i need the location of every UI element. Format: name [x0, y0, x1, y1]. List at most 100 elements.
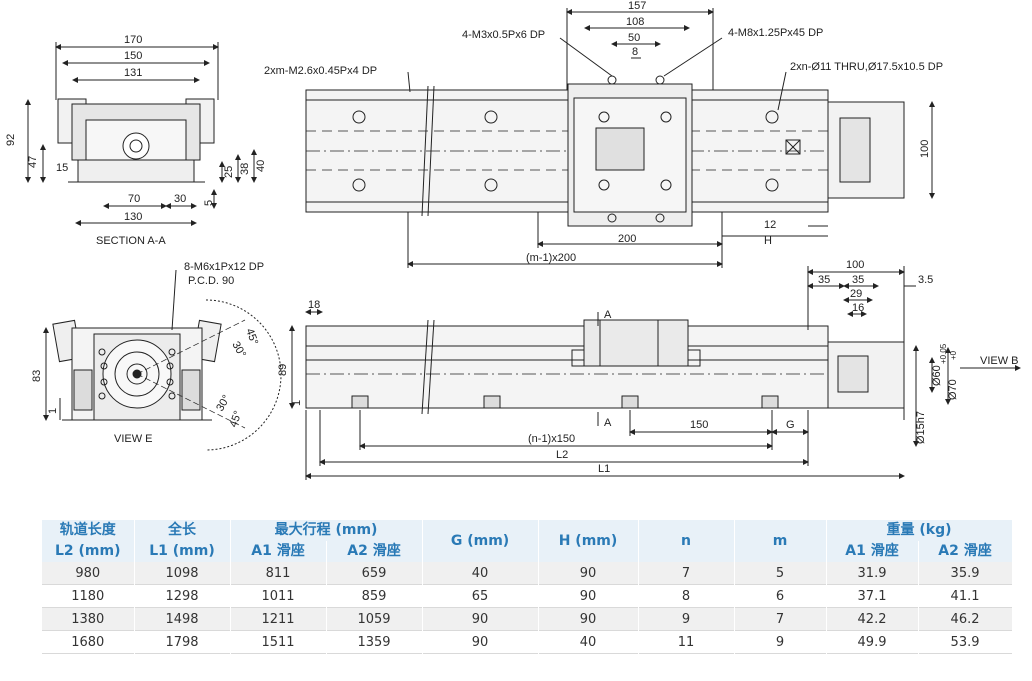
section-aa-dim-15: 15 [56, 162, 68, 174]
header-h: H (mm) [538, 520, 639, 562]
side-dim-phi60: Ø60 [931, 365, 943, 386]
table-cell: 1498 [134, 607, 231, 631]
header-stroke: 最大行程 (mm) [230, 520, 423, 541]
table-cell: 40 [538, 630, 639, 654]
header-m: m [734, 520, 827, 562]
top-dim-100: 100 [919, 140, 931, 158]
top-dim-h: H [764, 235, 772, 247]
table-cell: 9 [638, 607, 735, 631]
side-dim-phi70: Ø70 [947, 379, 959, 400]
table-cell: 1098 [134, 562, 231, 585]
table-cell: 46.2 [918, 607, 1013, 631]
table-cell: 40 [422, 562, 539, 585]
section-aa-dim-70: 70 [128, 193, 140, 205]
table-cell: 859 [326, 584, 423, 608]
table-cell: 1011 [230, 584, 327, 608]
section-aa-dim-25: 25 [223, 166, 235, 178]
view-e-dim-83: 83 [31, 370, 43, 382]
side-dim-100: 100 [846, 259, 864, 271]
top-dim-200: 200 [618, 233, 636, 245]
technical-drawing: 170 150 131 92 47 15 25 38 40 70 30 130 … [5, 0, 1021, 480]
table-row: 980 1098 811 659 40 90 7 5 31.9 35.9 [42, 562, 1013, 585]
table-cell: 659 [326, 562, 423, 585]
table-cell: 1359 [326, 630, 423, 654]
table-cell: 7 [734, 607, 827, 631]
side-dim-l1: L1 [598, 463, 610, 475]
table-cell: 42.2 [826, 607, 919, 631]
table-cell: 65 [422, 584, 539, 608]
section-aa-dim-47: 47 [27, 156, 39, 168]
header-l2-zh: 轨道长度 [59, 522, 116, 538]
table-cell: 6 [734, 584, 827, 608]
side-callout-a-bottom: A [604, 417, 612, 429]
top-dim-12: 12 [764, 219, 776, 231]
table-cell: 41.1 [918, 584, 1013, 608]
side-dim-g: G [786, 419, 795, 431]
section-aa-title: SECTION A-A [96, 235, 166, 247]
table-cell: 8 [638, 584, 735, 608]
table-cell: 90 [538, 562, 639, 585]
table-cell: 53.9 [918, 630, 1013, 654]
table-cell: 1059 [326, 607, 423, 631]
view-e-angle-3: 30° [214, 393, 233, 413]
header-g: G (mm) [422, 520, 539, 562]
table-cell: 1680 [42, 630, 135, 654]
side-callout-view-b: VIEW B [980, 355, 1019, 367]
top-callout-thru: 2xn-Ø11 THRU,Ø17.5x10.5 DP [790, 61, 943, 73]
table-cell: 980 [42, 562, 135, 585]
side-dim-tol-lower: +0 [949, 350, 958, 360]
table-cell: 31.9 [826, 562, 919, 585]
table-row: 1180 1298 1011 859 65 90 8 6 37.1 41.1 [42, 584, 1013, 608]
header-stroke-a1: A1 滑座 [230, 541, 327, 562]
side-dim-phi15h7: Ø15h7 [915, 411, 927, 444]
top-dim-50: 50 [628, 32, 640, 44]
side-callout-a-top: A [604, 309, 612, 321]
table-cell: 5 [734, 562, 827, 585]
top-view-drawing [305, 8, 935, 268]
section-aa-dim-38: 38 [239, 163, 251, 175]
side-dim-1: 1 [291, 400, 303, 406]
table-cell: 1798 [134, 630, 231, 654]
table-cell: 35.9 [918, 562, 1013, 585]
header-n: n [638, 520, 735, 562]
header-l1-en: L1 (mm) [149, 543, 215, 559]
header-weight: 重量 (kg) [826, 520, 1013, 541]
view-e-dim-1: 1 [47, 408, 59, 414]
table-cell: 1298 [134, 584, 231, 608]
view-e-callout-tap: 8-M6x1Px12 DP [184, 261, 264, 273]
top-callout-m3: 4-M3x0.5Px6 DP [462, 29, 545, 41]
top-dim-108: 108 [626, 16, 644, 28]
section-aa-dim-130: 130 [124, 211, 142, 223]
table-cell: 811 [230, 562, 327, 585]
side-dim-18: 18 [308, 299, 320, 311]
header-l2: 轨道长度 L2 (mm) [42, 520, 135, 562]
view-e-angle-2: 30° [229, 340, 248, 360]
table-cell: 90 [538, 607, 639, 631]
table-cell: 49.9 [826, 630, 919, 654]
header-stroke-a2: A2 滑座 [326, 541, 423, 562]
view-e-angle-4: 45° [228, 409, 245, 429]
side-dim-29: 29 [850, 288, 862, 300]
table-cell: 1211 [230, 607, 327, 631]
table-cell: 11 [638, 630, 735, 654]
top-dim-m-pitch: (m-1)x200 [526, 252, 576, 264]
header-l1: 全长 L1 (mm) [134, 520, 231, 562]
view-e-title: VIEW E [114, 433, 153, 445]
side-dim-35b: 35 [852, 274, 864, 286]
side-dim-150: 150 [690, 419, 708, 431]
table-cell: 90 [422, 607, 539, 631]
header-weight-a2: A2 滑座 [918, 541, 1013, 562]
side-view-drawing [289, 266, 1021, 480]
table-cell: 90 [538, 584, 639, 608]
view-e-drawing [43, 269, 282, 451]
top-dim-8: 8 [632, 46, 638, 58]
header-weight-a1: A1 滑座 [826, 541, 919, 562]
section-aa-dim-30: 30 [174, 193, 186, 205]
table-cell: 1511 [230, 630, 327, 654]
section-aa-dim-131: 131 [124, 67, 142, 79]
header-l1-zh: 全长 [168, 522, 196, 538]
table-cell: 7 [638, 562, 735, 585]
spec-table: 轨道长度 L2 (mm) 全长 L1 (mm) 最大行程 (mm) G (mm)… [42, 520, 1013, 654]
top-callout-m8: 4-M8x1.25Px45 DP [728, 27, 823, 39]
side-dim-16: 16 [852, 302, 864, 314]
